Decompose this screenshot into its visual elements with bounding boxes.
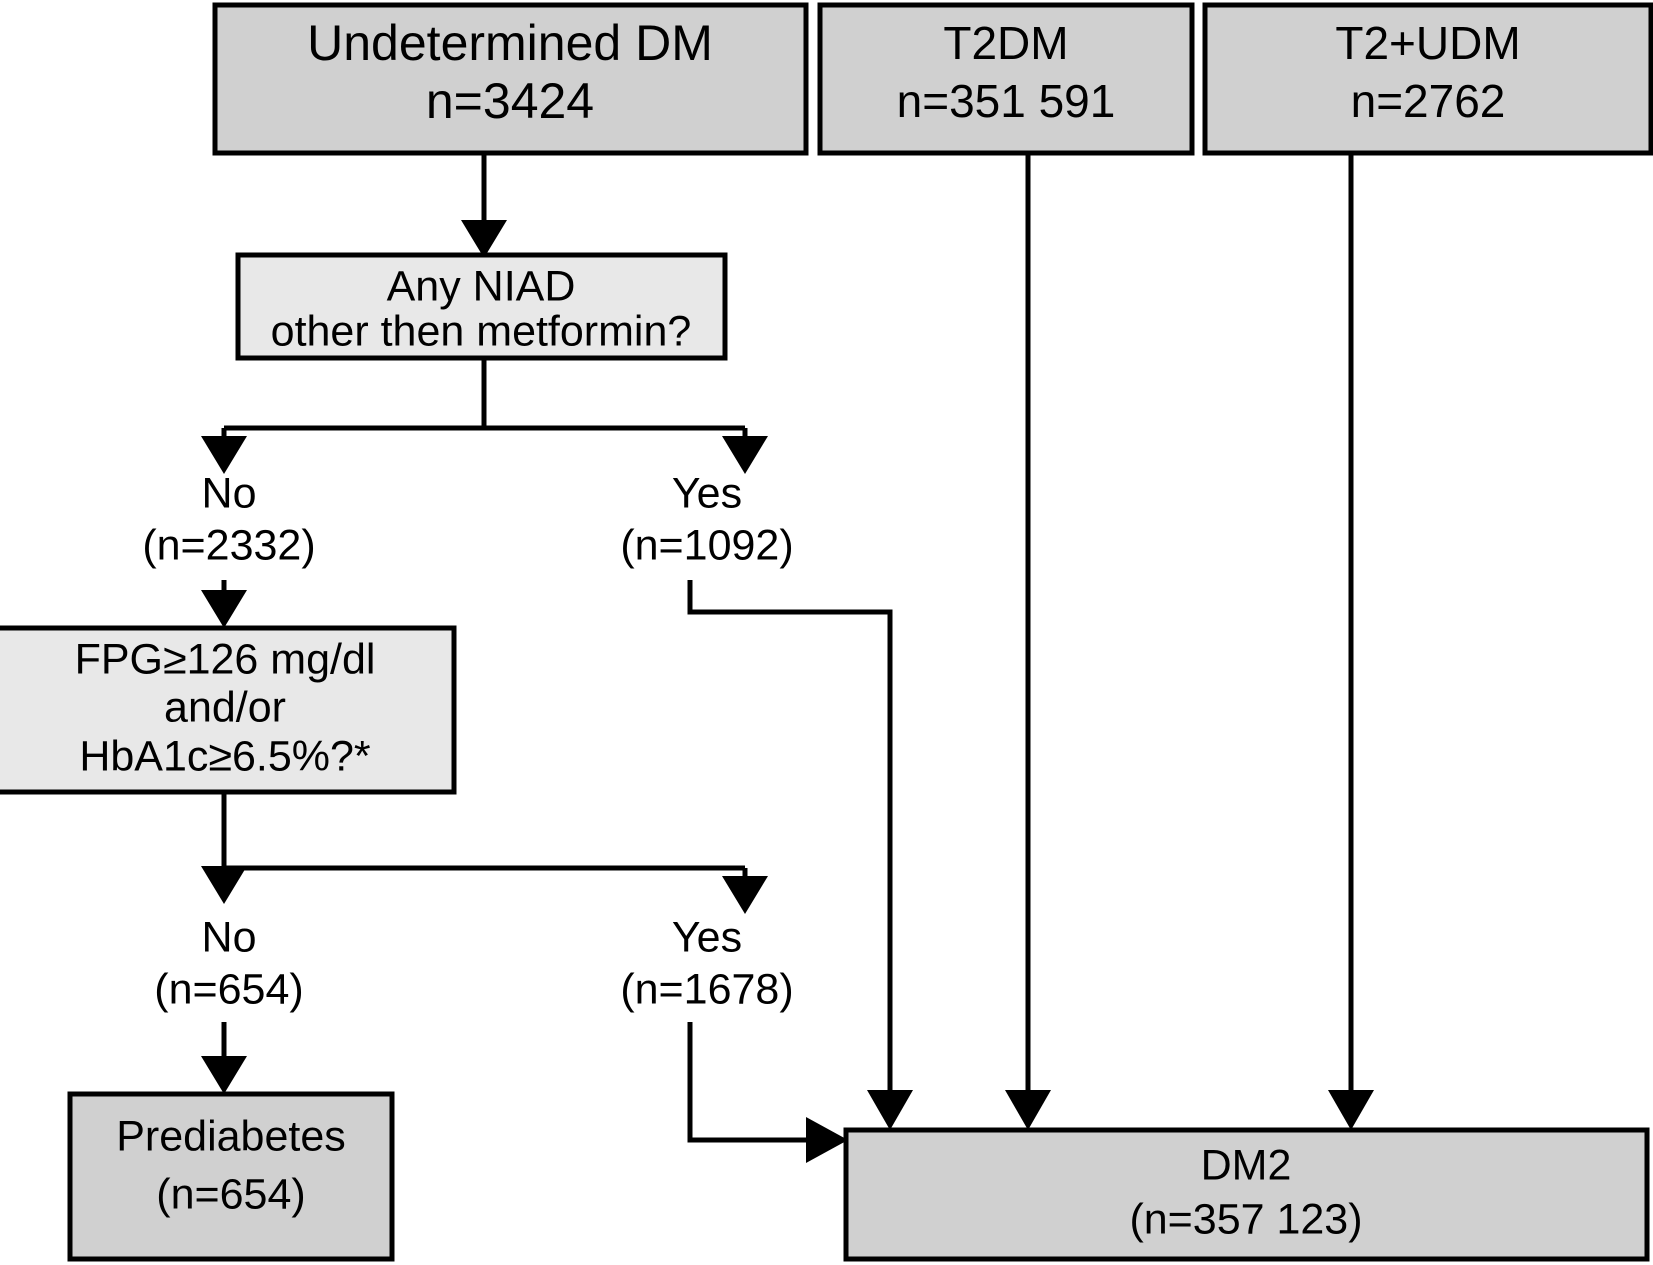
fpg-question-line2: and/or — [164, 683, 286, 731]
node-prediabetes[interactable]: Prediabetes (n=654) — [67, 1091, 395, 1262]
niad-no-answer: No — [202, 469, 257, 517]
connector-t2dm-to-dm2 — [1005, 153, 1051, 1130]
connector-fpg-split — [201, 792, 768, 914]
niad-yes-count: (n=1092) — [620, 521, 793, 569]
connector-undetermined-to-niad — [461, 153, 507, 258]
niad-question-line2: other then metformin? — [271, 307, 692, 355]
fpg-yes-answer: Yes — [672, 913, 742, 961]
fpg-question-line3: HbA1c≥6.5%?* — [79, 732, 371, 780]
undetermined-dm-count: n=3424 — [426, 73, 594, 129]
t2-udm-title: T2+UDM — [1335, 17, 1520, 69]
fpg-yes-count: (n=1678) — [620, 965, 793, 1013]
node-t2-udm[interactable]: T2+UDM n=2762 — [1202, 2, 1653, 156]
prediabetes-title: Prediabetes — [116, 1112, 346, 1160]
connector-fpg-yes-to-dm2 — [687, 1022, 848, 1163]
node-fpg-question[interactable]: FPG≥126 mg/dl and/or HbA1c≥6.5%?* — [0, 625, 457, 795]
t2dm-count: n=351 591 — [897, 75, 1116, 127]
connector-t2udm-to-dm2 — [1328, 153, 1374, 1130]
t2dm-title: T2DM — [943, 17, 1068, 69]
prediabetes-count: (n=654) — [156, 1170, 305, 1218]
node-dm2[interactable]: DM2 (n=357 123) — [843, 1127, 1650, 1262]
branch-label-niad-yes: Yes (n=1092) — [620, 469, 793, 569]
niad-no-count: (n=2332) — [142, 521, 315, 569]
node-t2dm[interactable]: T2DM n=351 591 — [817, 2, 1195, 156]
dm2-count: (n=357 123) — [1129, 1195, 1362, 1243]
t2-udm-count: n=2762 — [1351, 75, 1506, 127]
niad-yes-answer: Yes — [672, 469, 742, 517]
connector-niad-split — [201, 358, 768, 474]
node-niad-question[interactable]: Any NIAD other then metformin? — [235, 252, 728, 361]
branch-label-fpg-no: No (n=654) — [154, 913, 303, 1013]
branch-label-fpg-yes: Yes (n=1678) — [620, 913, 793, 1013]
connector-niad-no-to-fpg — [201, 580, 247, 628]
fpg-no-count: (n=654) — [154, 965, 303, 1013]
connector-fpg-no-to-prediabetes — [201, 1022, 247, 1094]
fpg-question-line1: FPG≥126 mg/dl — [75, 635, 376, 683]
dm2-title: DM2 — [1201, 1141, 1292, 1189]
fpg-no-answer: No — [202, 913, 257, 961]
node-undetermined-dm[interactable]: Undetermined DM n=3424 — [212, 2, 809, 156]
connector-niad-yes-to-dm2 — [687, 580, 913, 1130]
branch-label-niad-no: No (n=2332) — [142, 469, 315, 569]
undetermined-dm-title: Undetermined DM — [307, 15, 713, 71]
niad-question-line1: Any NIAD — [387, 262, 576, 310]
